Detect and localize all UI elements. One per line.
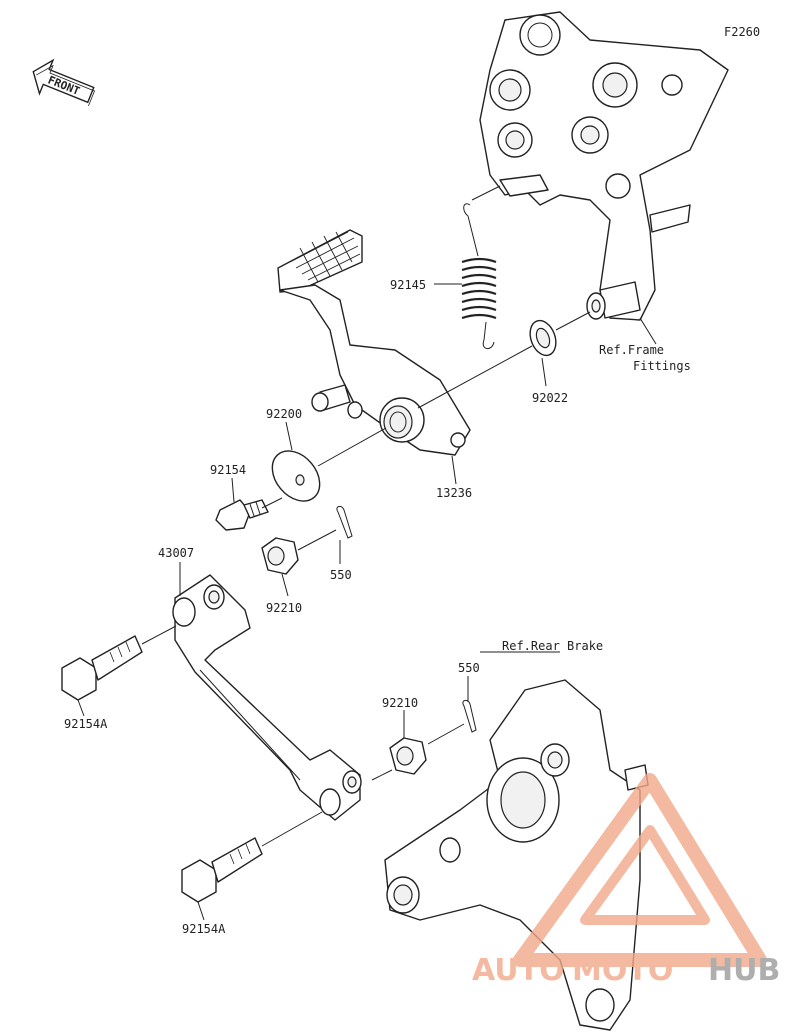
return-spring [461,203,497,349]
label-bolt-left: 92154A [64,717,108,731]
label-ref-frame-line2: Fittings [633,359,691,373]
cotter-pin-upper [336,505,353,539]
label-ref-frame-line1: Ref.Frame [599,343,664,357]
label-rod: 43007 [158,546,194,560]
rear-brake-bracket [384,679,649,1031]
label-spring: 92145 [390,278,426,292]
bolt-92154A-upper [61,635,143,701]
washer-92022 [529,319,557,357]
watermark-logo: AUTO MOTO HUB [472,773,780,988]
label-cotter-lower: 550 [458,661,480,675]
brake-pedal [277,229,471,456]
washer-92200 [271,450,321,502]
bolt-92154A-lower [181,837,263,903]
label-cotter-upper: 550 [330,568,352,582]
label-washer-right: 92022 [532,391,568,405]
nut-92210-upper [261,537,299,575]
watermark-part2: MOTO [572,953,673,988]
cotter-pin-lower [462,699,477,733]
label-bolt-upper: 92154 [210,463,246,477]
watermark-part3: HUB [708,953,780,988]
nut-92210-lower [389,737,427,775]
leader-lines [77,185,657,921]
label-washer-left: 92200 [266,407,302,421]
diagram-code: F2260 [724,25,760,39]
watermark-part1: AUTO [472,953,565,988]
label-nut-upper: 92210 [266,601,302,615]
label-nut-lower: 92210 [382,696,418,710]
bushing-13236 [379,397,425,443]
front-arrow-icon: FRONT [32,58,95,107]
brake-rod-43007 [172,574,362,821]
frame-fitting [479,11,729,321]
label-bushing: 13236 [436,486,472,500]
label-bolt-lower: 92154A [182,922,226,936]
bolt-92154 [215,499,269,531]
label-ref-rear-brake: Ref.Rear Brake [502,639,603,653]
